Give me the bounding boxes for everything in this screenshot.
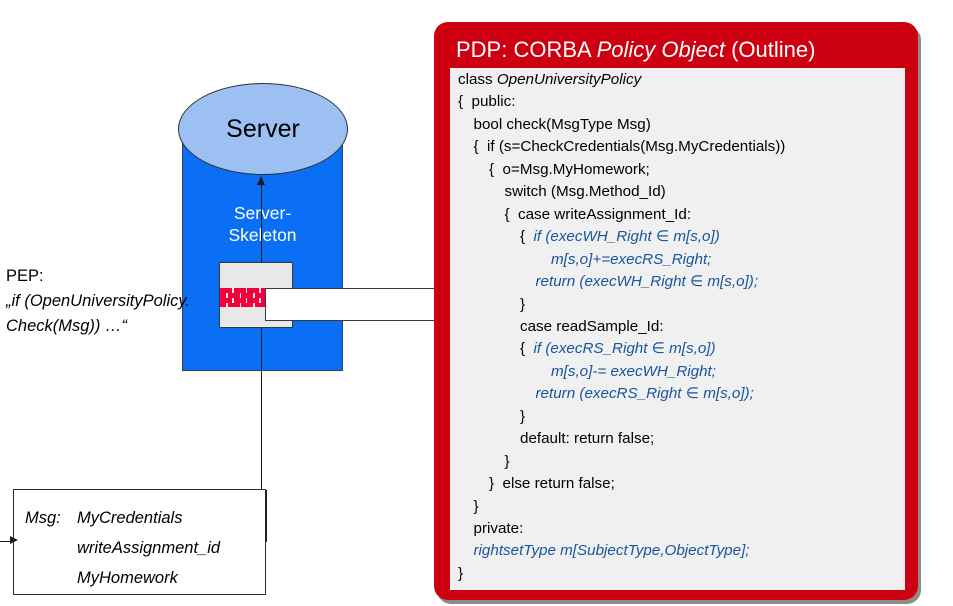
brick (233, 288, 246, 293)
code-line: } (473, 497, 479, 518)
pdp-code-block: class OpenUniversityPolicy { public: bool … (450, 68, 905, 590)
code-line: case readSample_Id: (520, 319, 664, 338)
brick (220, 292, 226, 298)
code-line: m[s,o]+=execRS_Right; (551, 250, 712, 271)
server-skeleton-label-line1: Server- (233, 203, 292, 223)
code-line: } (458, 566, 463, 585)
brick (227, 292, 240, 298)
code-line: { public: (458, 94, 515, 113)
message-value-2: MyHomework (77, 569, 178, 587)
pdp-panel-title: PDP: CORBA Policy Object (Outline) (456, 33, 906, 67)
code-line: return (execRS_Right ∈ m[s,o]); (536, 386, 754, 405)
code-token-italic: OpenUniversityPolicy (496, 71, 642, 88)
code-line: { o=Msg.MyHomework; (489, 162, 650, 181)
server-skeleton-label: Server- Skeleton (200, 202, 325, 246)
brick (254, 292, 267, 298)
pep-code-line2: Check(Msg)) …“ (6, 317, 128, 335)
brick (241, 292, 254, 298)
brick (241, 302, 254, 307)
code-token: } (458, 564, 464, 582)
code-token-blue: m[s,o]-= execWH_Right; (551, 362, 717, 380)
brick (233, 297, 246, 303)
code-line: { case writeAssignment_Id: (505, 207, 692, 226)
pep-code-line1: „if (OpenUniversityPolicy. (6, 292, 190, 310)
brick (247, 297, 260, 303)
code-token: { (520, 340, 534, 358)
flow-arrowhead-up-icon (257, 176, 265, 185)
code-line: } else return false; (489, 476, 615, 495)
message-value-0: MyCredentials (77, 509, 183, 527)
pdp-title-italic: Policy Object (596, 37, 725, 62)
code-token-blue: if (execWH_Right ∈ m[s,o]) (533, 228, 720, 246)
code-line: m[s,o]-= execWH_Right; (551, 364, 716, 383)
brick (247, 288, 260, 293)
code-line: } (520, 295, 526, 316)
brick (220, 288, 232, 293)
code-token: { o=Msg.MyHomework; (489, 160, 650, 178)
code-line: switch (Msg.Method_Id) (505, 184, 666, 203)
code-token: { (520, 228, 534, 246)
code-token-blue: rightsetType m[SubjectType,ObjectType]; (473, 542, 750, 560)
message-value-1: writeAssignment_id (77, 539, 221, 557)
code-token: { if (s=CheckCredentials(Msg.MyCredentia… (473, 138, 786, 156)
message-inbound-arrowhead-icon (10, 536, 18, 544)
server-skeleton-label-line2: Skeleton (228, 225, 297, 245)
code-token-blue: m[s,o]+=execRS_Right; (551, 250, 712, 268)
message-inbound-arrow-line (0, 541, 14, 542)
code-token: private: (473, 520, 524, 537)
code-token: bool check(MsgType Msg) (473, 115, 651, 133)
message-box-content: Msg: MyCredentials writeAssignment_id MyH… (25, 503, 265, 593)
pdp-title-suffix: (Outline) (724, 37, 816, 62)
code-line: { if (execWH_Right ∈ m[s,o]) (520, 229, 720, 248)
code-token-blue: return (execRS_Right ∈ m[s,o]); (535, 385, 754, 403)
message-row-2: writeAssignment_id (25, 533, 265, 563)
pep-heading: PEP: (6, 267, 44, 285)
code-token: class (458, 71, 497, 88)
code-token: switch (Msg.Method_Id) (504, 183, 666, 201)
code-line: { if (execRS_Right ∈ m[s,o]) (520, 341, 716, 360)
code-token: } (504, 452, 510, 470)
code-token: default: return false; (520, 430, 655, 448)
code-token: } (520, 295, 526, 313)
pdp-title-prefix: PDP: CORBA (456, 37, 597, 62)
code-token-blue: return (execWH_Right ∈ m[s,o]); (535, 273, 759, 291)
code-line: return (execWH_Right ∈ m[s,o]); (536, 274, 759, 293)
code-line: private: (474, 521, 524, 540)
brick (220, 297, 232, 303)
code-line: bool check(MsgType Msg) (474, 117, 651, 136)
code-token: } (473, 497, 479, 515)
message-row-1: Msg: MyCredentials (25, 503, 265, 533)
pep-annotation: PEP: „if (OpenUniversityPolicy. Check(Ms… (6, 264, 221, 339)
code-token: { public: (458, 93, 516, 111)
message-box (13, 489, 266, 595)
code-token: } (520, 407, 526, 425)
brick (220, 302, 226, 307)
brick (227, 302, 240, 307)
server-cylinder-top-ellipse (178, 83, 348, 175)
code-token: { case writeAssignment_Id: (504, 205, 692, 223)
message-row-3: MyHomework (25, 563, 265, 593)
message-elbow-vertical (266, 490, 267, 542)
code-token: } else return false; (489, 475, 615, 493)
brick (254, 302, 267, 307)
message-label: Msg: (25, 509, 61, 527)
server-label: Server (226, 114, 300, 143)
flow-arrow-segment-bottom (261, 328, 262, 542)
code-line: { if (s=CheckCredentials(Msg.MyCredentia… (474, 139, 786, 158)
code-line: class OpenUniversityPolicy (458, 72, 641, 91)
code-token: case readSample_Id: (520, 317, 664, 335)
code-line: } (520, 409, 525, 428)
code-line: } (505, 454, 510, 473)
code-line: rightsetType m[SubjectType,ObjectType]; (474, 543, 750, 562)
code-line: default: return false; (520, 431, 654, 450)
code-token-blue: if (execRS_Right ∈ m[s,o]) (533, 340, 716, 358)
flow-arrow-segment-top (261, 184, 262, 263)
